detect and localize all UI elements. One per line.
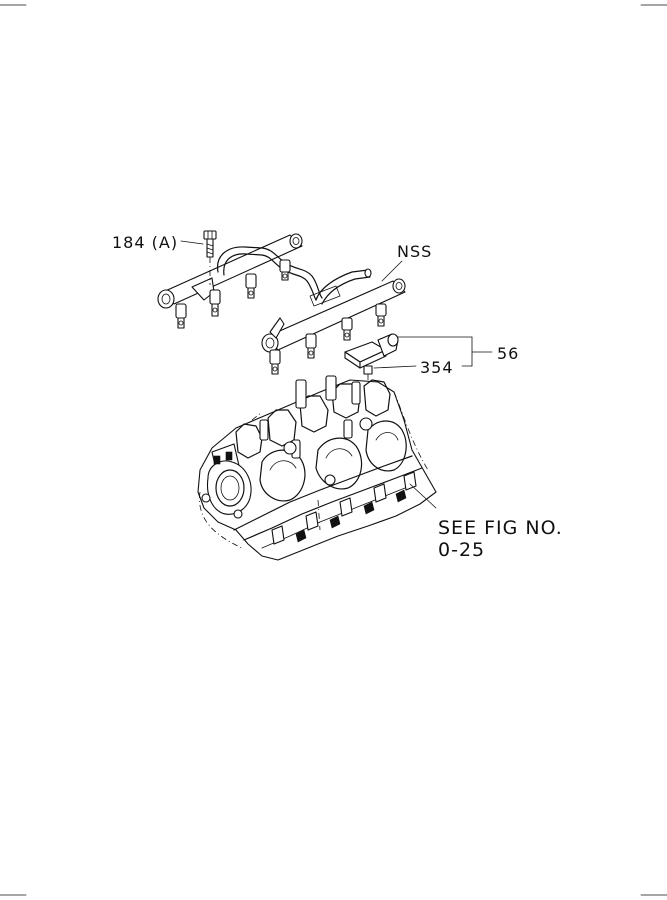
sensor-354 <box>344 333 399 400</box>
callout-sensor-assembly-label: 56 <box>497 344 519 363</box>
reference-text-line1: SEE FIG NO. <box>438 517 563 539</box>
bolt-184a <box>203 230 217 285</box>
leader-lines <box>180 240 493 509</box>
intake-manifold <box>197 375 437 561</box>
page-corner-marks <box>0 4 667 896</box>
injectors <box>175 259 387 375</box>
callout-bolt-label: 184 (A) <box>112 233 178 252</box>
callout-fuel-rail-label: NSS <box>397 242 432 261</box>
reference-text-line2: 0-25 <box>438 539 485 561</box>
callout-sensor-label: 354 <box>420 358 454 377</box>
fuel-rail-assembly <box>157 233 406 375</box>
